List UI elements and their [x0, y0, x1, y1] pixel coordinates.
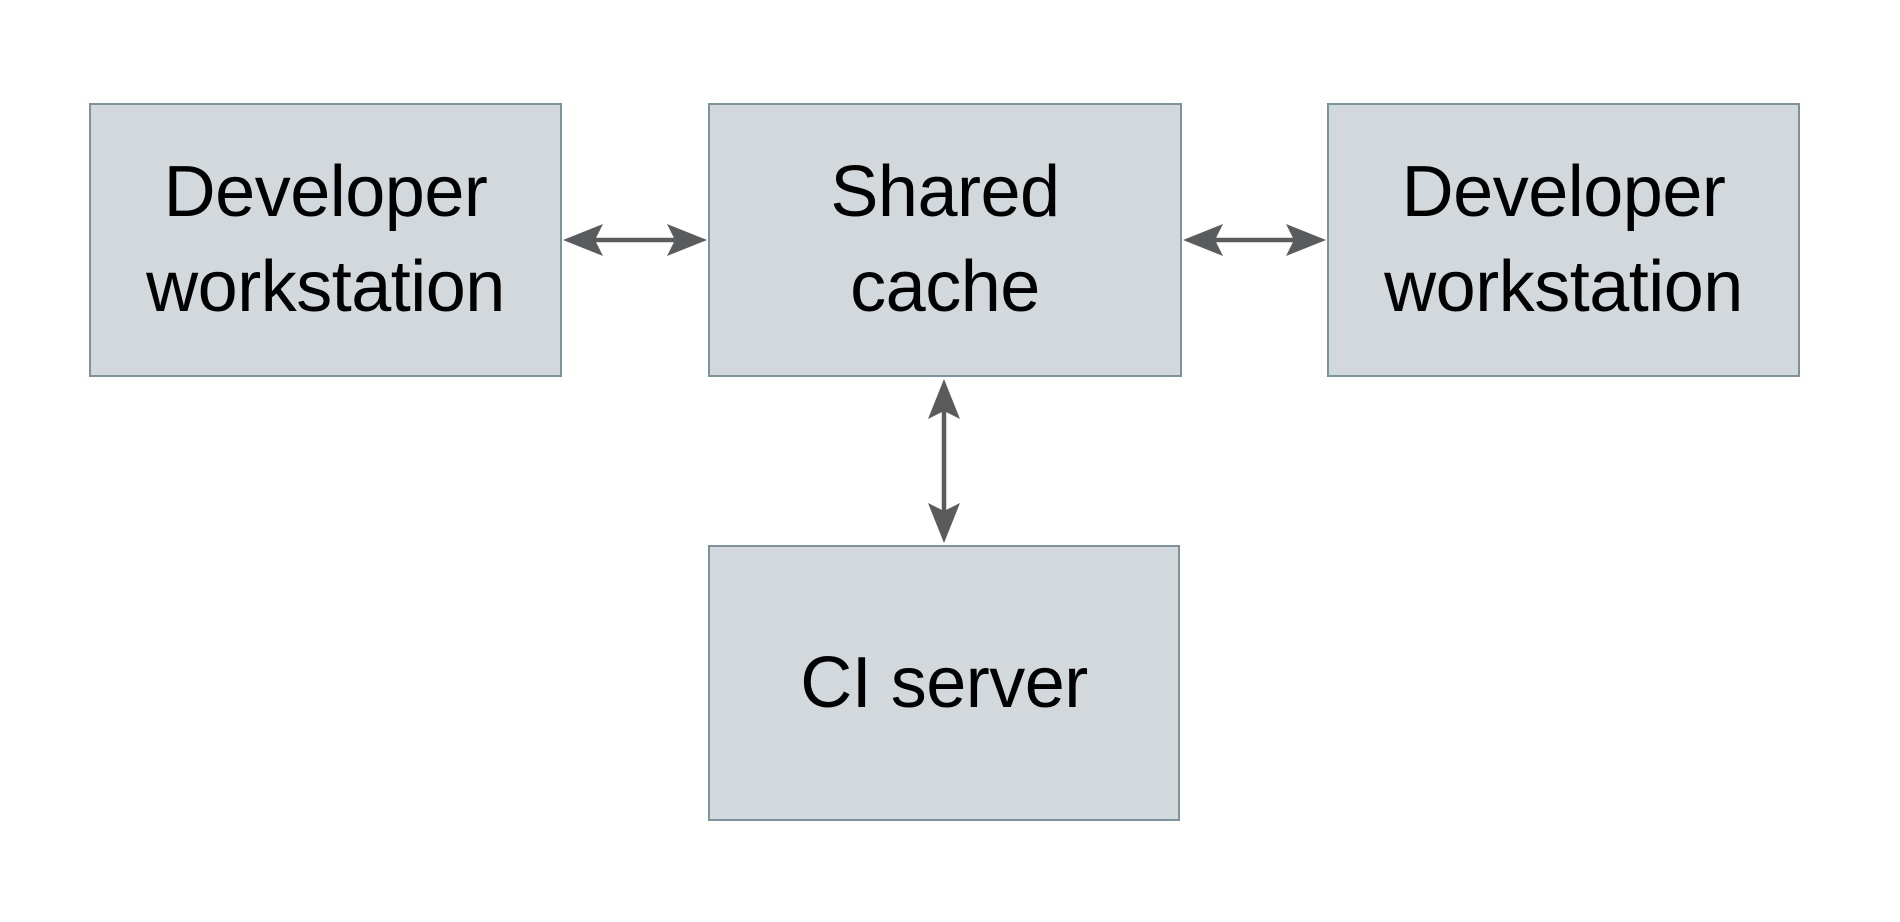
node-label-line: Developer — [1401, 152, 1726, 232]
node-label: Shared cache — [830, 145, 1060, 335]
arrowhead-left-icon — [1183, 224, 1223, 256]
arrowhead-left-icon — [563, 224, 603, 256]
node-label-line: cache — [850, 247, 1040, 327]
node-label: Developer workstation — [146, 145, 505, 335]
node-label-line: workstation — [146, 247, 505, 327]
arrowhead-down-icon — [928, 503, 960, 543]
node-label-line: workstation — [1384, 247, 1743, 327]
edge-shared-cache-ci-server — [928, 379, 960, 543]
node-developer-workstation-right: Developer workstation — [1327, 103, 1800, 377]
node-ci-server: CI server — [708, 545, 1180, 821]
node-label-line: Shared — [830, 152, 1060, 232]
edge-left-workstation-shared-cache — [563, 224, 707, 256]
node-label-line: CI server — [800, 642, 1088, 723]
edge-shared-cache-right-workstation — [1183, 224, 1326, 256]
arrowhead-right-icon — [1286, 224, 1326, 256]
node-label-line: Developer — [163, 152, 488, 232]
arrowhead-right-icon — [667, 224, 707, 256]
node-developer-workstation-left: Developer workstation — [89, 103, 562, 377]
node-label: CI server — [800, 636, 1088, 731]
node-label: Developer workstation — [1384, 145, 1743, 335]
arrowhead-up-icon — [928, 379, 960, 419]
node-shared-cache: Shared cache — [708, 103, 1182, 377]
